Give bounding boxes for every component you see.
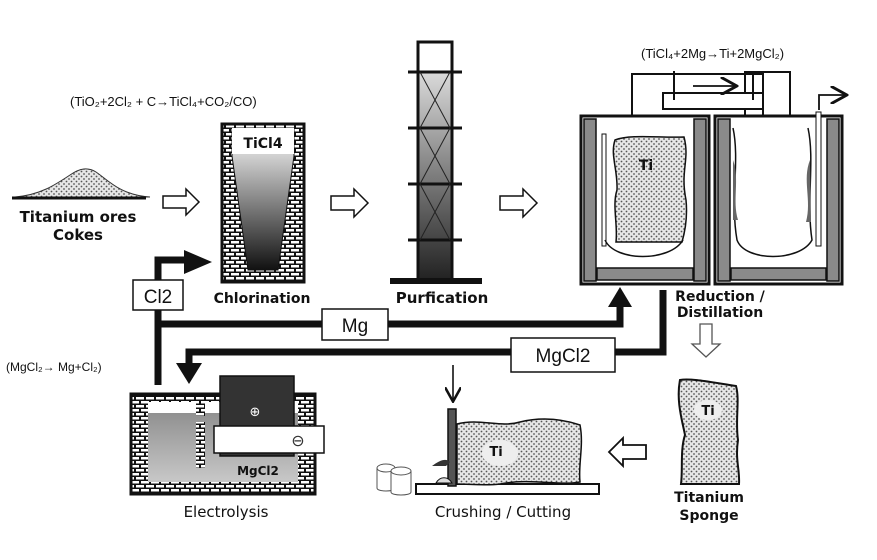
reduction-retort-right [713,71,844,286]
transfer-pipe [632,71,845,110]
mg-flow-line [158,287,632,328]
anode-icon: ⊕ [250,405,261,420]
cl2-tag [132,279,184,311]
chlorination-furnace [220,122,306,284]
chlorination-equation: (TiO₂+2Cl₂ + C→TiCl₄+CO₂/CO) [70,94,257,109]
electrolysis-cell [129,375,325,496]
ores-label-line1: Titanium ores [20,208,137,226]
reduction-equation: (TiCl₄+2Mg→Ti+2MgCl₂) [641,46,784,61]
sponge-label-line2: Sponge [679,508,738,524]
crushing-machine [415,365,600,495]
electrolysis-equation: (MgCl₂→ Mg+Cl₂) [6,360,102,374]
cathode-icon: ⊖ [291,431,304,450]
process-arrow-icon [607,435,647,469]
sponge-label-line1: Titanium [674,490,744,506]
reduction-retort-left [579,73,764,286]
titanium-sponge [677,378,741,485]
ores-label-line2: Cokes [53,226,103,244]
cl2-tag-label: Cl2 [144,287,173,308]
ticl4-vessel-label: TiCl4 [243,136,282,152]
mg-tag [321,308,389,341]
process-arrow-icon [162,187,201,217]
cl2-flow-line [154,250,212,385]
electrolysis-label: Electrolysis [184,503,269,521]
purification-column [390,40,482,284]
purification-label: Purfication [396,289,489,307]
mg-tag-label: Mg [342,316,368,337]
reduction-ti-label: Ti [639,158,653,174]
reduction-label-line1: Reduction / [675,289,766,305]
titanium-ores-pile [12,168,151,200]
crushing-label: Crushing / Cutting [435,503,571,521]
mgcl2-tag [510,337,616,373]
mgcl2-bath-label: MgCl2 [237,464,279,478]
mgcl2-tag-label: MgCl2 [536,346,591,367]
reduction-label-line2: Distillation [677,305,763,321]
crushing-ti-label: Ti [489,445,502,460]
process-arrow-icon [690,323,722,358]
chlorination-label: Chlorination [214,291,311,307]
cut-billets [376,463,412,496]
process-arrow-icon [330,187,370,219]
sponge-ti-label: Ti [701,404,714,419]
mgcl2-flow-line [176,290,667,384]
process-arrow-icon [499,187,539,219]
